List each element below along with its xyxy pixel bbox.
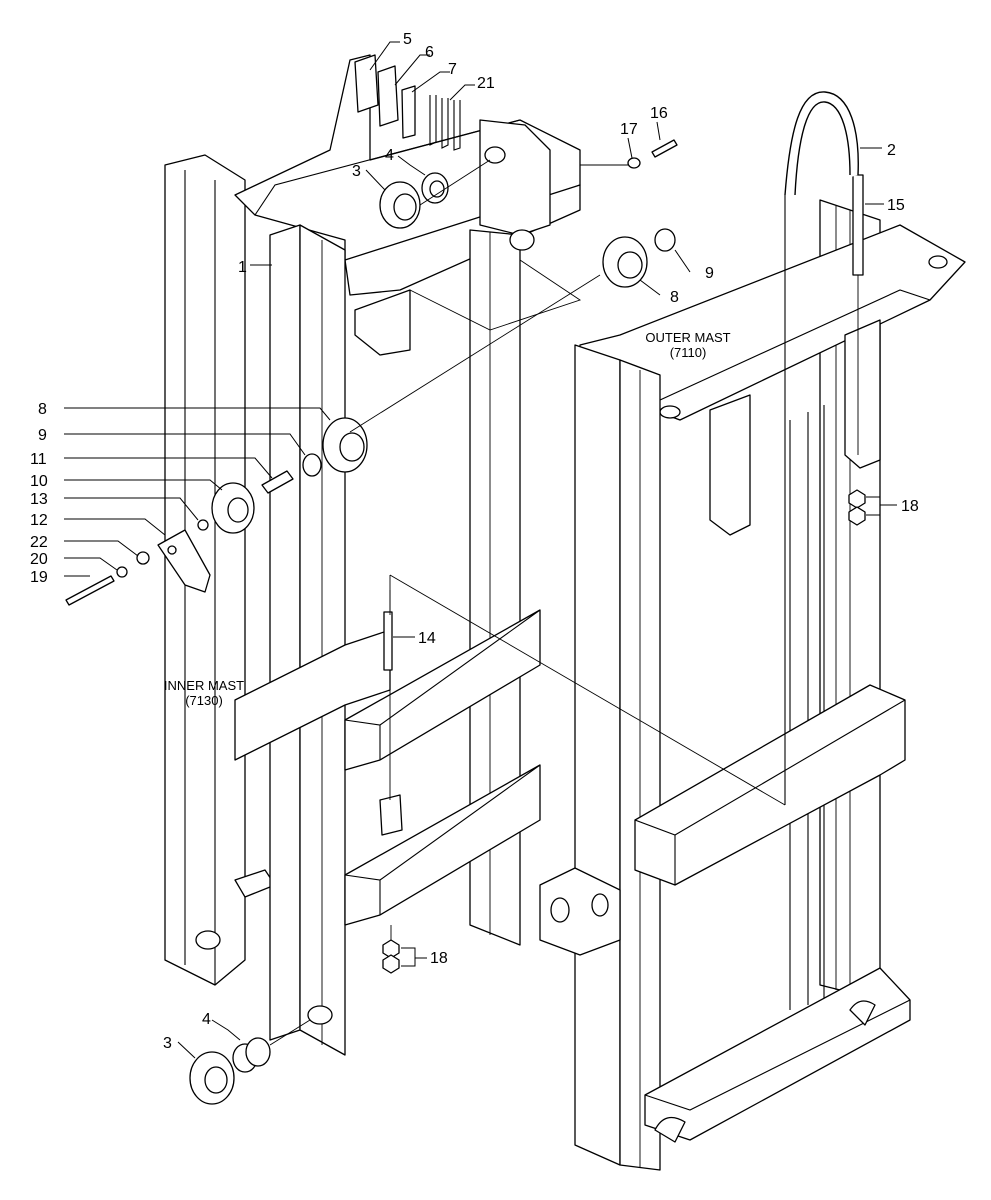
part-21-shim [429,95,437,146]
callout-9-left: 9 [38,427,47,444]
part-22-washer [136,551,150,565]
callout-numbers: 5 6 7 21 4 3 17 16 2 15 9 8 1 8 9 11 10 … [30,31,919,1052]
part-13-washer [197,519,209,531]
callout-12: 12 [30,512,48,529]
inner-mast-code: (7130) [185,693,223,708]
loose-parts [65,54,866,1105]
part-7-plate [401,85,416,139]
callout-8-right: 8 [670,289,679,306]
leader-lines [64,41,897,1059]
outer-mast-assembly [539,195,966,1171]
callout-19: 19 [30,569,48,586]
inner-mast-upper-crossbar [344,609,541,771]
callout-10: 10 [30,473,48,490]
chain-anchor-block [379,794,403,836]
part-16-bolt [651,139,678,158]
callout-4-bottom: 4 [202,1011,211,1028]
outer-mast-label: OUTER MAST [645,330,730,345]
callout-4-top: 4 [385,147,394,164]
part-18-nut-upper-b [848,506,866,526]
callout-7: 7 [448,61,457,78]
outer-mast-hanging-bracket [709,394,751,536]
part-15-anchor-bolt [852,174,864,276]
inner-mast-roller-stub [509,229,535,251]
assembly-labels: OUTER MAST (7110) INNER MAST (7130) [164,330,731,708]
part-6-plate [377,65,399,127]
part-9-snap-ring-right [654,228,676,252]
callout-18-upper: 18 [901,498,919,515]
callout-6: 6 [425,44,434,61]
callout-15: 15 [887,197,905,214]
callout-1: 1 [238,259,247,276]
callout-8-left: 8 [38,401,47,418]
callout-11: 11 [30,451,47,468]
part-5-plate [354,54,379,113]
callout-22: 22 [30,534,48,551]
inner-mast-assembly [164,54,581,1056]
outer-mast-bottom-crossmember [644,967,911,1141]
part-18-nut-upper-a [848,489,866,509]
callout-16: 16 [650,105,668,122]
callout-3-top: 3 [352,163,361,180]
callout-14: 14 [418,630,436,647]
callout-3-bottom: 3 [163,1035,172,1052]
callout-13: 13 [30,491,48,508]
outer-mast-front-channel-edge [574,344,621,1166]
callout-18-lower: 18 [430,950,448,967]
callout-5: 5 [403,31,412,48]
part-18-nut-lower-b [382,954,400,974]
part-19-bolt [65,575,115,606]
part-11-pin [261,470,294,494]
inner-mast-front-channel [269,224,301,1041]
outer-mast-code: (7110) [670,345,707,360]
outer-mast-hole [659,405,681,419]
outer-mast-tilt-bracket [539,867,621,956]
outer-mast-middle-crossmember [634,684,906,886]
inner-mast-lower-crossbar [344,764,541,926]
callout-21: 21 [477,75,495,92]
part-20-lockwasher [116,566,128,578]
callout-2: 2 [887,142,896,159]
part-17-washer [627,157,641,169]
part-14-stud [383,611,393,671]
inner-mast-label: INNER MAST [164,678,244,693]
callout-20: 20 [30,551,48,568]
callout-9-right: 9 [705,265,714,282]
callout-17: 17 [620,121,638,138]
part-9-snap-ring-left [302,453,322,477]
